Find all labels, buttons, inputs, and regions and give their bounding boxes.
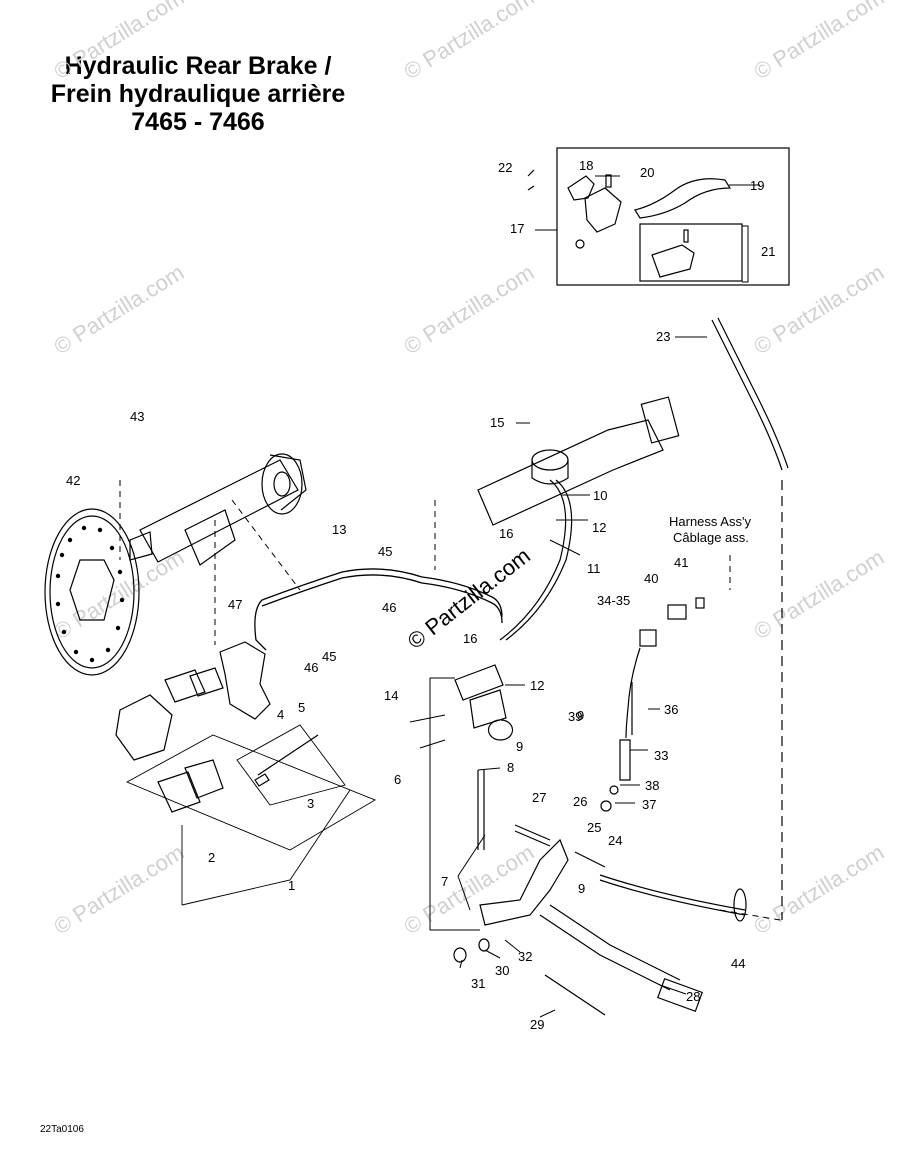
callout-24: 24 (608, 833, 622, 848)
watermark: © Partzilla.com (399, 259, 538, 359)
callout-20: 20 (640, 165, 654, 180)
watermark: © Partzilla.com (49, 839, 188, 939)
screw-part (605, 174, 612, 188)
callout-30: 30 (495, 963, 509, 978)
callout-37: 37 (642, 797, 656, 812)
callout-45: 45 (322, 649, 336, 664)
callout-21: 21 (761, 244, 775, 259)
callout-34-35: 34-35 (597, 593, 630, 608)
brake-pedal-part (453, 824, 747, 1016)
callout-2: 2 (208, 850, 215, 865)
callout-15: 15 (490, 415, 504, 430)
callout-40: 40 (644, 571, 658, 586)
callout-5: 5 (298, 700, 305, 715)
watermark: © Partzilla.com (749, 839, 888, 939)
title-line-1: Hydraulic Rear Brake / (64, 52, 332, 80)
callout-44: 44 (731, 956, 745, 971)
callout-46: 46 (304, 660, 318, 675)
callout-8: 8 (507, 760, 514, 775)
caliper-assembly-part (115, 641, 377, 906)
callout-22: 22 (498, 160, 512, 175)
watermark: © Partzilla.com (749, 0, 888, 84)
watermark: © Partzilla.com (399, 839, 538, 939)
watermarks: © Partzilla.com © Partzilla.com © Partzi… (49, 0, 888, 939)
title-line-3: 7465 - 7466 (131, 108, 265, 136)
watermark: © Partzilla.com (49, 259, 188, 359)
callout-9: 9 (516, 739, 523, 754)
callout-31: 31 (471, 976, 485, 991)
callout-18: 18 (579, 158, 593, 173)
callout-1: 1 (288, 878, 295, 893)
callout-39: 39 (568, 709, 582, 724)
brake-light-switch-part (600, 597, 705, 812)
callout-7: 7 (441, 874, 448, 889)
title-line-2: Frein hydraulique arrière (50, 80, 346, 108)
document-reference: 22Ta0106 (40, 1124, 84, 1135)
callout-19: 19 (750, 178, 764, 193)
callout-47: 47 (228, 597, 242, 612)
callout-16: 16 (499, 526, 513, 541)
callout-10: 10 (593, 488, 607, 503)
callout-41: 41 (674, 555, 688, 570)
callout-43: 43 (130, 409, 144, 424)
hand-lever-inset (527, 147, 790, 286)
clamp-part (567, 175, 595, 201)
inset-21-frame (639, 223, 743, 282)
callout-27: 27 (532, 790, 546, 805)
harness-note-line-1: Harness Ass'y (669, 514, 751, 529)
watermark: © Partzilla.com (749, 544, 888, 644)
callout-29: 29 (530, 1017, 544, 1032)
brake-disc-part (44, 508, 140, 676)
parking-lock-part (651, 244, 695, 278)
bracket-lines (409, 175, 760, 1018)
callout-26: 26 (573, 794, 587, 809)
callout-12: 12 (592, 520, 606, 535)
harness-note-line-2: Câblage ass. (673, 530, 749, 545)
part-callouts: 1 2 3 4 5 6 7 8 9 9 9 10 11 12 12 13 14 … (66, 158, 775, 1032)
callout-33: 33 (654, 748, 668, 763)
master-cylinder-part (584, 187, 622, 233)
callout-28: 28 (686, 989, 700, 1004)
axle-housing-part (129, 453, 307, 566)
dashed-guides (119, 480, 781, 921)
callout-46: 46 (382, 600, 396, 615)
callout-3: 3 (307, 796, 314, 811)
callout-9: 9 (578, 881, 585, 896)
callout-16: 16 (463, 631, 477, 646)
callout-14: 14 (384, 688, 398, 703)
callout-13: 13 (332, 522, 346, 537)
callout-25: 25 (587, 820, 601, 835)
harness-note: Harness Ass'y Câblage ass. (669, 514, 751, 545)
watermark: © Partzilla.com (49, 0, 188, 84)
screws-22 (527, 169, 535, 191)
callout-4: 4 (277, 707, 284, 722)
lock-screw-part (683, 229, 689, 243)
callout-6: 6 (394, 772, 401, 787)
callout-42: 42 (66, 473, 80, 488)
parking-cable-part (711, 317, 789, 920)
brake-line-part (254, 568, 503, 651)
nut-part (575, 239, 585, 249)
watermark: © Partzilla.com (749, 259, 888, 359)
callout-9: 9 (577, 708, 584, 723)
callout-45: 45 (378, 544, 392, 559)
callout-11: 11 (587, 561, 601, 576)
callout-38: 38 (645, 778, 659, 793)
callout-32: 32 (518, 949, 532, 964)
watermark: © Partzilla.com (399, 0, 538, 84)
callout-36: 36 (664, 702, 678, 717)
brake-lever-part (634, 178, 732, 219)
callout-17: 17 (510, 221, 524, 236)
inset-frame (556, 147, 790, 286)
callout-12: 12 (530, 678, 544, 693)
diagram-title: Hydraulic Rear Brake / Frein hydraulique… (18, 52, 378, 136)
callout-23: 23 (656, 329, 670, 344)
